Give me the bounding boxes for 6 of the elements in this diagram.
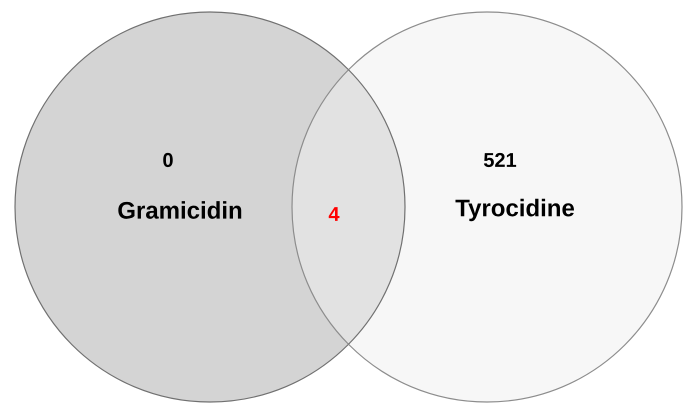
count-label: 4 [328, 207, 340, 221]
count-label: 0 [163, 152, 173, 168]
set-label: Gramicidin [118, 201, 242, 219]
venn-circle [291, 11, 683, 403]
count-label: 521 [484, 152, 516, 168]
set-label: Tyrocidine [455, 198, 574, 222]
